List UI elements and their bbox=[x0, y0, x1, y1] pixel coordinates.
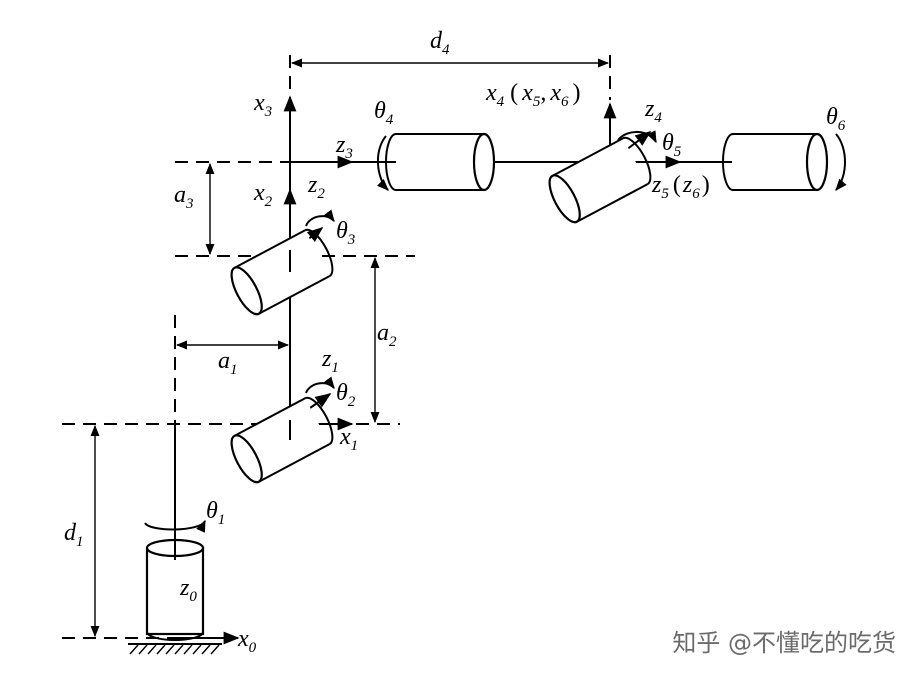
label-z0: z0 bbox=[179, 575, 197, 605]
rotation-arrows bbox=[144, 130, 847, 533]
label-theta6: θ6 bbox=[826, 104, 846, 134]
cylinder-joint-6 bbox=[722, 132, 829, 192]
cylinder-joint-3 bbox=[230, 228, 334, 316]
dimension-arrows bbox=[90, 58, 610, 638]
label-z3: z3 bbox=[335, 132, 353, 162]
cylinder-joint-2 bbox=[230, 396, 334, 484]
label-a2: a2 bbox=[377, 320, 397, 350]
label-theta5: θ5 bbox=[662, 130, 682, 160]
label-theta2: θ2 bbox=[336, 380, 356, 410]
diagram-labels: d4 x4(x5,x6) x3 θ4 z3 z4 θ5 z5(z6) θ6 a3… bbox=[64, 28, 846, 656]
label-x1: x1 bbox=[339, 424, 358, 454]
label-theta1: θ1 bbox=[206, 498, 225, 528]
label-x4-x5-x6: x4(x5,x6) bbox=[485, 80, 580, 110]
label-a3: a3 bbox=[174, 182, 194, 212]
label-z2: z2 bbox=[307, 172, 325, 202]
label-z1: z1 bbox=[321, 346, 339, 376]
label-x0: x0 bbox=[237, 626, 257, 656]
axis-overlays bbox=[174, 250, 291, 560]
label-theta3: θ3 bbox=[336, 218, 355, 248]
cylinder-joint-4 bbox=[385, 132, 496, 192]
label-theta4: θ4 bbox=[374, 98, 394, 128]
label-x3: x3 bbox=[253, 90, 272, 120]
label-a1: a1 bbox=[218, 348, 238, 378]
watermark-text: 知乎 @不懂吃的吃货 bbox=[672, 629, 896, 657]
ground-hatch bbox=[128, 643, 222, 655]
label-x2: x2 bbox=[253, 180, 273, 210]
label-d4: d4 bbox=[430, 28, 450, 58]
label-d1: d1 bbox=[64, 520, 84, 550]
label-z4: z4 bbox=[644, 96, 662, 126]
label-z5-z6: z5(z6) bbox=[651, 172, 710, 202]
joint-cylinders bbox=[145, 132, 829, 641]
cylinder-joint-5 bbox=[548, 136, 652, 224]
cylinder-base bbox=[145, 538, 205, 641]
